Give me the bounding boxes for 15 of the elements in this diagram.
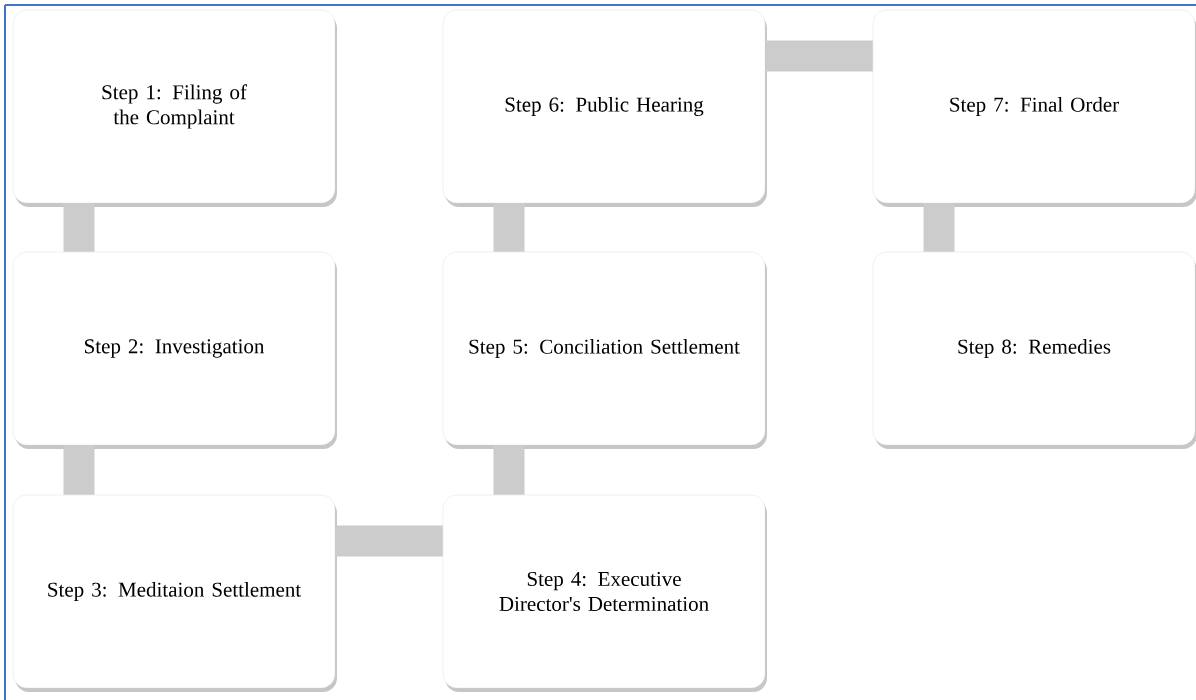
connector-bar: [493, 203, 525, 252]
step-box: Step 4: Executive Director's Determination: [442, 494, 767, 692]
connector-bar: [335, 525, 443, 557]
step-box: Step 1: Filing of the Complaint: [12, 9, 337, 207]
connector-bar: [63, 445, 95, 495]
connector-bar: [63, 203, 95, 252]
step-box: Step 8: Remedies: [872, 251, 1196, 449]
step-box: Step 3: Meditaion Settlement: [12, 494, 337, 692]
connector-bar: [493, 445, 525, 495]
connector-bar: [923, 203, 955, 252]
connector-bar: [765, 40, 873, 72]
step-box: Step 5: Conciliation Settlement: [442, 251, 767, 449]
step-box: Step 7: Final Order: [872, 9, 1196, 207]
step-box: Step 6: Public Hearing: [442, 9, 767, 207]
step-box: Step 2: Investigation: [12, 251, 337, 449]
